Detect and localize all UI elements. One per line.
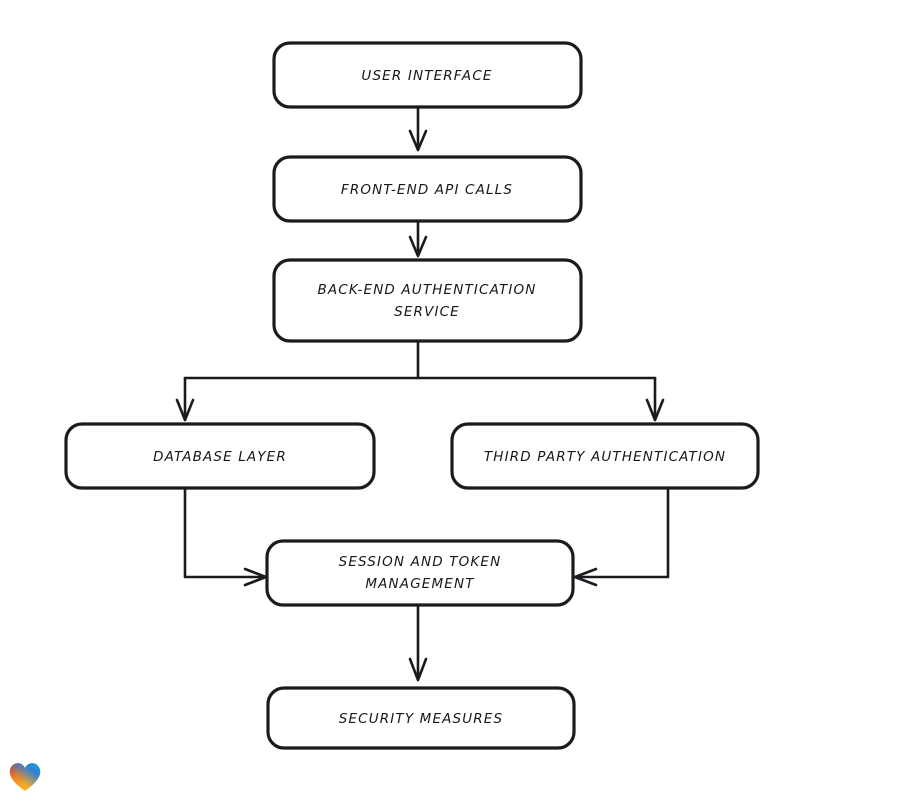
edge-front-end-to-back-end [408,220,428,258]
node-front-end-api-calls-shape [272,155,583,223]
node-third-party-auth-label: THIRD PARTY AUTHENTICATION [484,449,726,465]
node-back-end-auth-service-shape [272,258,583,343]
edge-database-to-session-token [183,486,268,587]
node-back-end-auth-service-label-line2: SERVICE [394,304,460,320]
node-session-token-mgmt[interactable]: SESSION AND TOKEN MANAGEMENT [265,539,575,607]
node-third-party-auth[interactable]: THIRD PARTY AUTHENTICATION [450,422,760,490]
node-database-layer-shape [64,422,376,490]
node-session-token-mgmt-label-line2: MANAGEMENT [365,576,475,592]
node-back-end-auth-service[interactable]: BACK-END AUTHENTICATION SERVICE [272,258,583,343]
node-database-layer-label: DATABASE LAYER [153,449,287,465]
edge-user-interface-to-front-end [408,106,428,152]
node-security-measures-label: SECURITY MEASURES [339,711,503,727]
edge-session-token-to-security [408,603,428,682]
node-front-end-api-calls-label: FRONT-END API CALLS [341,182,513,198]
heart-icon [9,763,41,791]
edge-third-party-to-session-token [573,486,670,587]
node-database-layer[interactable]: DATABASE LAYER [64,422,376,490]
node-user-interface-label: USER INTERFACE [361,68,492,84]
node-back-end-auth-service-label-line1: BACK-END AUTHENTICATION [317,282,536,298]
node-user-interface[interactable]: USER INTERFACE [272,41,583,109]
edge-back-end-branch-bus [183,340,657,380]
node-session-token-mgmt-label-line1: SESSION AND TOKEN [339,554,502,570]
node-security-measures[interactable]: SECURITY MEASURES [266,686,576,750]
node-user-interface-shape [272,41,583,109]
node-front-end-api-calls[interactable]: FRONT-END API CALLS [272,155,583,223]
node-security-measures-shape [266,686,576,750]
edge-branch-to-third-party-auth [645,376,665,422]
edge-branch-to-database-layer [175,376,195,422]
node-third-party-auth-shape [450,422,760,490]
node-session-token-mgmt-shape [265,539,575,607]
